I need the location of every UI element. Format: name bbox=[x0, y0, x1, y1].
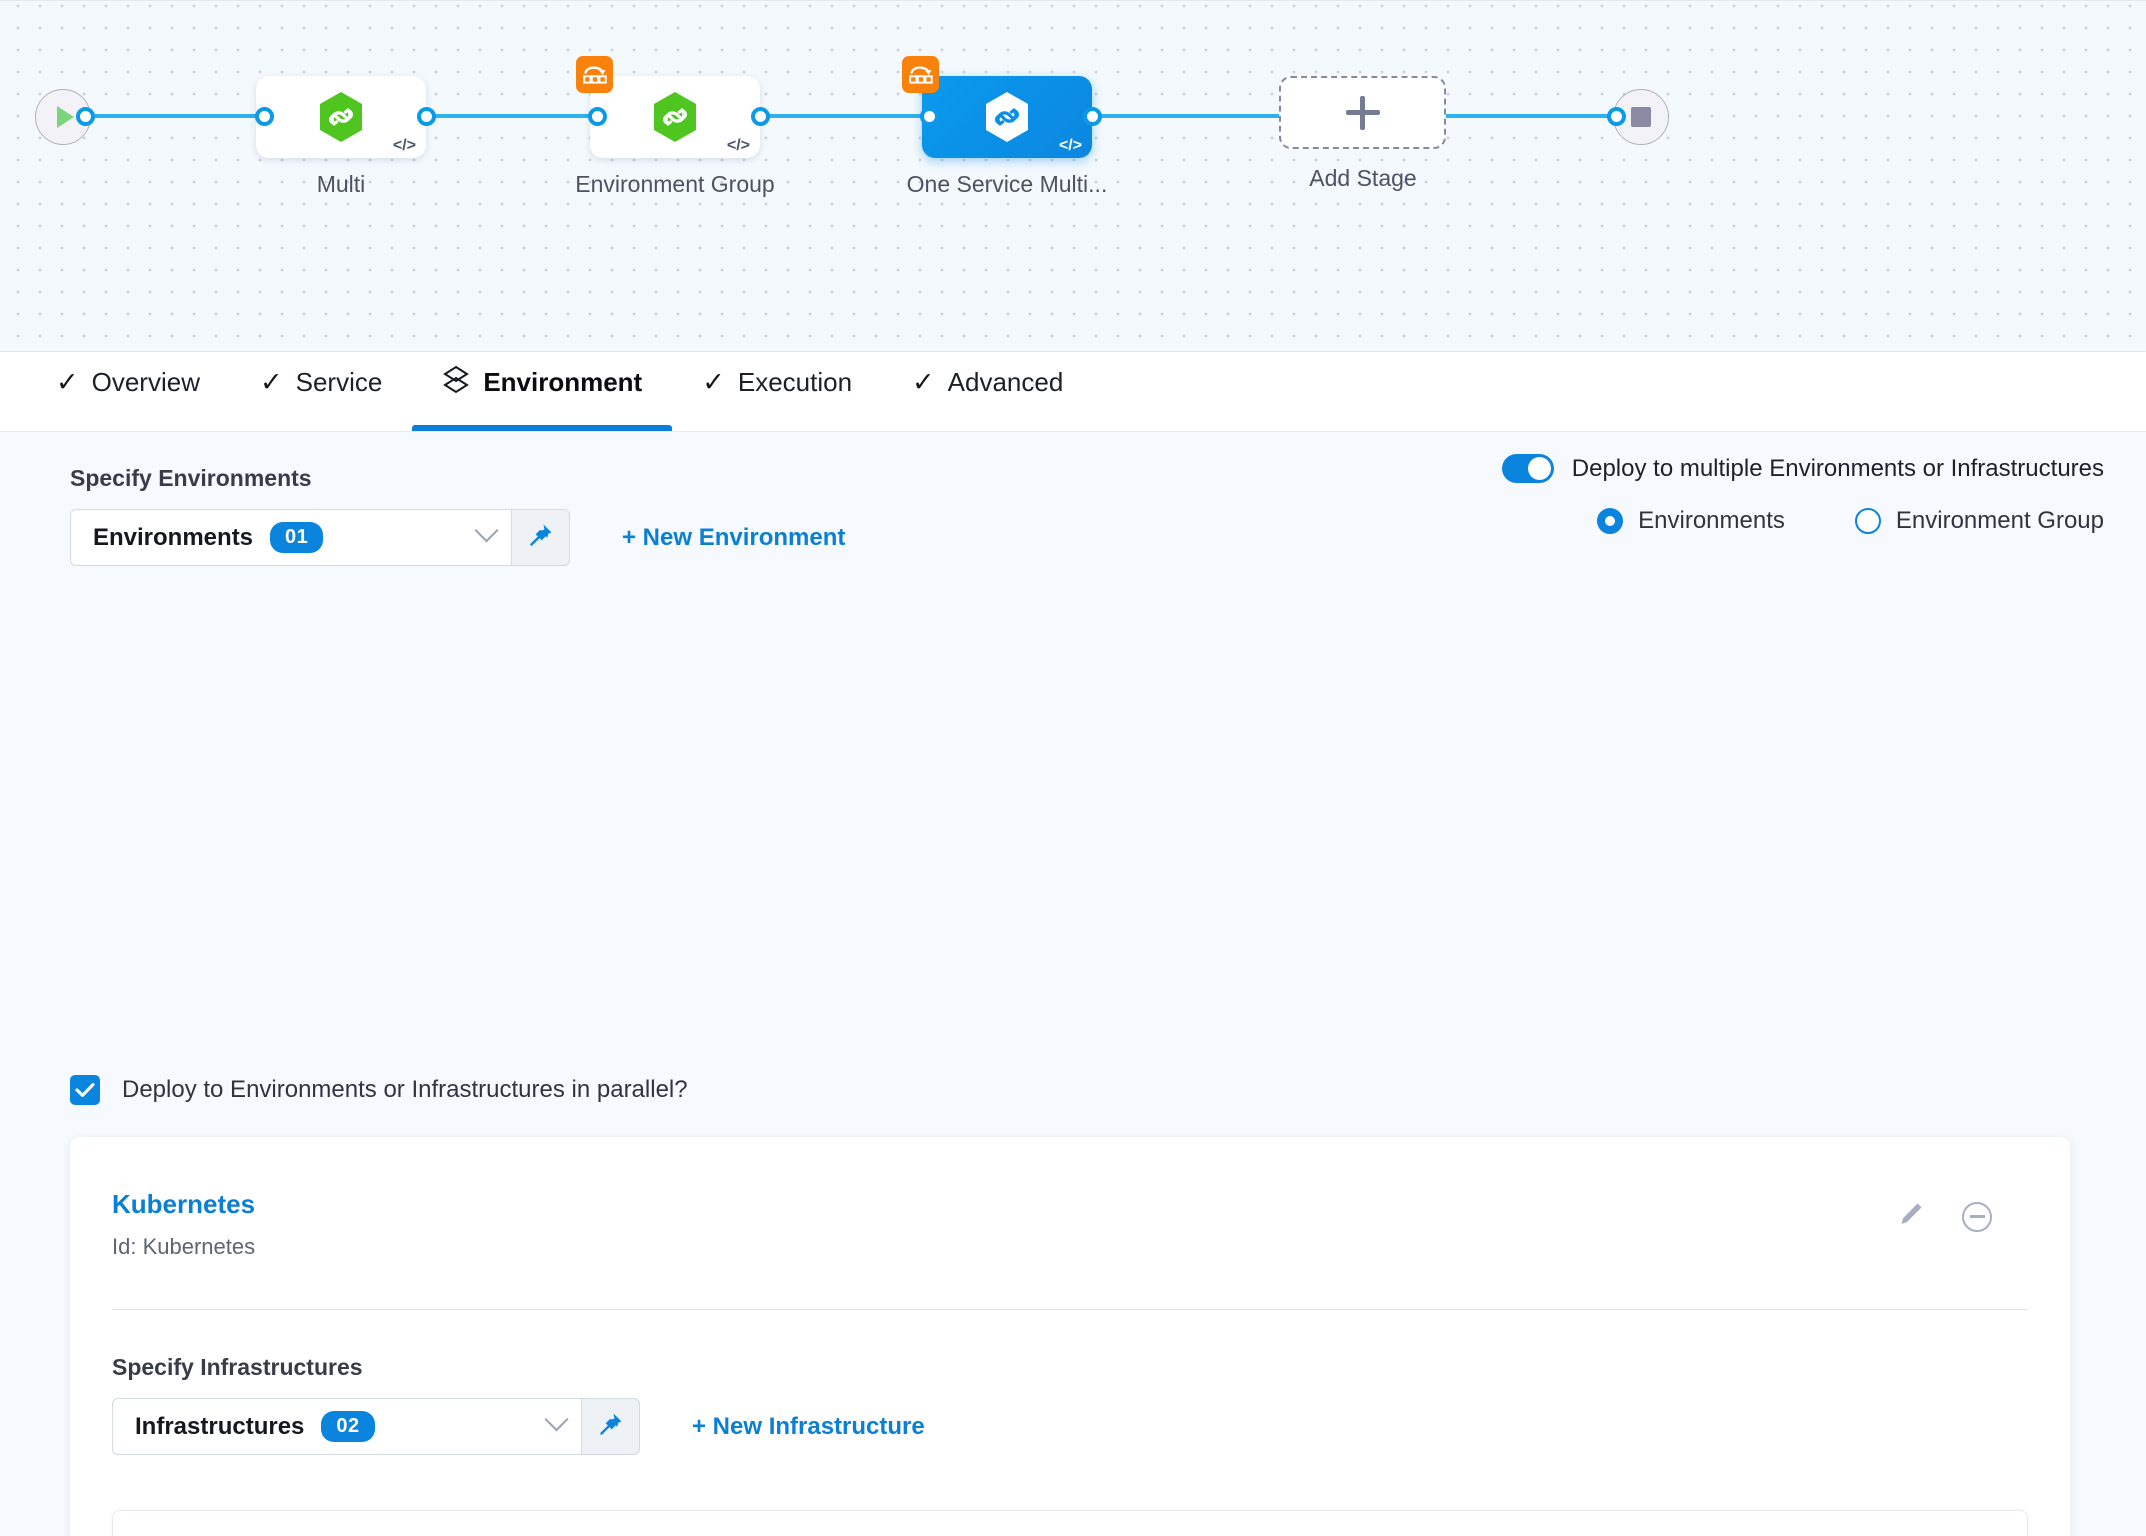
infrastructure-row[interactable]: Cluster 2 Id: Cluster_2 bbox=[112, 1510, 2028, 1536]
harness-hexagon-icon bbox=[984, 91, 1030, 143]
add-stage-label: Add Stage bbox=[1309, 165, 1417, 191]
card-divider bbox=[112, 1309, 2028, 1310]
tab-label: Overview bbox=[91, 367, 200, 397]
tab-label: Execution bbox=[737, 367, 853, 397]
deploy-multiple-label: Deploy to multiple Environments or Infra… bbox=[1571, 454, 2104, 482]
stage-port[interactable] bbox=[920, 107, 939, 126]
deploy-multiple-toggle[interactable] bbox=[1501, 454, 1554, 483]
tab-overview[interactable]: ✓ Overview bbox=[26, 352, 230, 431]
stage-port[interactable] bbox=[751, 107, 770, 126]
environment-card: Kubernetes Id: Kubernetes Specify Infras… bbox=[70, 1137, 2070, 1536]
infrastructures-select[interactable]: Infrastructures 02 bbox=[112, 1398, 582, 1455]
specify-infrastructures-label: Specify Infrastructures bbox=[112, 1354, 363, 1380]
check-icon: ✓ bbox=[56, 367, 79, 397]
rollback-badge-icon bbox=[576, 56, 613, 93]
toggle-knob bbox=[1527, 457, 1551, 480]
radio-label: Environments bbox=[1638, 507, 1785, 534]
chevron-down-icon bbox=[544, 1407, 569, 1432]
stage-label-multi: Multi bbox=[316, 171, 366, 197]
environments-pin-button[interactable] bbox=[512, 509, 570, 566]
stage-port[interactable] bbox=[588, 107, 607, 126]
connector-line bbox=[88, 114, 270, 118]
specify-infrastructures-section: Specify Infrastructures Infrastructures … bbox=[112, 1354, 925, 1455]
tab-environment[interactable]: Environment bbox=[412, 352, 673, 431]
stage-port[interactable] bbox=[1083, 107, 1102, 126]
tab-label: Advanced bbox=[947, 367, 1064, 397]
connector-line bbox=[268, 114, 608, 118]
stage-code-icon[interactable]: </> bbox=[1058, 137, 1082, 154]
environment-header: Kubernetes Id: Kubernetes bbox=[70, 1137, 2070, 1260]
chevron-down-icon bbox=[474, 518, 499, 543]
add-stage-button[interactable] bbox=[1279, 76, 1446, 149]
connector-line bbox=[930, 114, 1290, 118]
tab-label: Environment bbox=[483, 367, 643, 397]
pipeline-stage-environment-group[interactable]: </> bbox=[576, 56, 760, 158]
deploy-options: Deploy to multiple Environments or Infra… bbox=[1501, 454, 2104, 535]
pipeline-canvas[interactable]: </> Multi </> Environment Group bbox=[0, 0, 2146, 352]
infrastructure-list: Cluster 2 Id: Cluster_2 Cluster 1 Id: Ku… bbox=[112, 1510, 2028, 1536]
radio-environments[interactable]: Environments bbox=[1597, 507, 1785, 535]
tab-advanced[interactable]: ✓ Advanced bbox=[882, 352, 1093, 431]
harness-hexagon-icon bbox=[318, 91, 364, 143]
pin-icon bbox=[528, 522, 554, 553]
check-icon: ✓ bbox=[259, 367, 283, 397]
plus-icon bbox=[1345, 95, 1380, 130]
stage-port[interactable] bbox=[1607, 107, 1626, 126]
tab-label: Service bbox=[295, 367, 383, 397]
stage-config-tabs: ✓ Overview ✓ Service Environment ✓ Execu… bbox=[0, 352, 2146, 432]
infrastructures-count-badge: 02 bbox=[321, 1411, 375, 1442]
environment-row-actions bbox=[1896, 1199, 1992, 1234]
stage-code-icon[interactable]: </> bbox=[726, 137, 750, 154]
radio-label: Environment Group bbox=[1895, 507, 2104, 534]
infrastructures-select-value: Infrastructures bbox=[135, 1412, 305, 1440]
play-icon bbox=[57, 106, 74, 128]
stage-port[interactable] bbox=[417, 107, 436, 126]
pencil-icon[interactable] bbox=[1896, 1199, 1926, 1234]
radio-environment-group[interactable]: Environment Group bbox=[1854, 507, 2104, 535]
connector-line bbox=[600, 114, 940, 118]
environments-select-value: Environments bbox=[93, 523, 254, 551]
minus-circle-icon[interactable] bbox=[1962, 1201, 1992, 1232]
environments-select[interactable]: Environments 01 bbox=[70, 509, 512, 566]
environment-tab-panel: Specify Environments Environments 01 bbox=[0, 432, 2146, 1536]
new-environment-link[interactable]: + New Environment bbox=[622, 523, 846, 551]
specify-environments-label: Specify Environments bbox=[70, 465, 312, 491]
stage-port[interactable] bbox=[255, 107, 274, 126]
layers-icon bbox=[442, 365, 470, 400]
stage-code-icon[interactable]: </> bbox=[392, 137, 416, 154]
tab-execution[interactable]: ✓ Execution bbox=[672, 352, 882, 431]
new-infrastructure-link[interactable]: + New Infrastructure bbox=[692, 1412, 925, 1440]
environments-count-badge: 01 bbox=[270, 522, 324, 553]
stage-label-one-service-multi: One Service Multi... bbox=[906, 171, 1108, 197]
deploy-parallel-checkbox[interactable]: Deploy to Environments or Infrastructure… bbox=[70, 1075, 688, 1105]
tab-service[interactable]: ✓ Service bbox=[230, 352, 412, 431]
check-icon: ✓ bbox=[912, 367, 935, 397]
environment-name-link[interactable]: Kubernetes bbox=[112, 1189, 256, 1219]
pipeline-stage-multi[interactable]: </> bbox=[256, 76, 426, 158]
infrastructures-pin-button[interactable] bbox=[582, 1398, 640, 1455]
connector-line bbox=[1440, 114, 1630, 118]
pipeline-stage-one-service-multi[interactable]: </> bbox=[902, 56, 1092, 158]
radio-indicator bbox=[1854, 508, 1881, 534]
stage-port[interactable] bbox=[76, 107, 95, 126]
stop-icon bbox=[1631, 107, 1651, 127]
check-icon bbox=[75, 1083, 95, 1097]
deploy-parallel-label: Deploy to Environments or Infrastructure… bbox=[122, 1076, 688, 1103]
checkbox-indicator bbox=[70, 1075, 100, 1105]
environment-id-text: Id: Kubernetes bbox=[112, 1234, 256, 1259]
radio-indicator bbox=[1597, 508, 1624, 534]
specify-environments-section: Specify Environments Environments 01 bbox=[70, 465, 845, 566]
rollback-badge-icon bbox=[902, 56, 939, 93]
check-icon: ✓ bbox=[702, 367, 725, 397]
harness-hexagon-icon bbox=[652, 91, 698, 143]
stage-label-environment-group: Environment Group bbox=[575, 171, 775, 197]
pin-icon bbox=[598, 1411, 624, 1442]
